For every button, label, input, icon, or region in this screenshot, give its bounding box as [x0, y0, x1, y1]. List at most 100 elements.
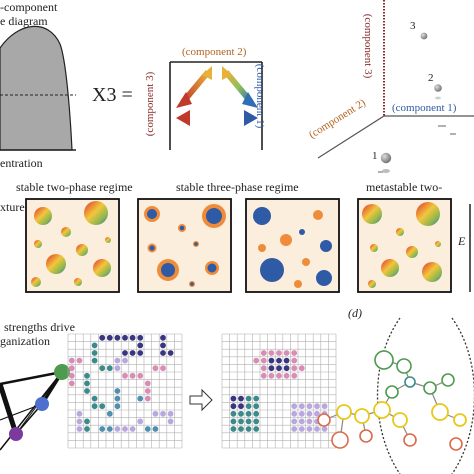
lattice-bead	[298, 403, 305, 410]
lattice-bead	[253, 426, 260, 432]
lattice-bead	[321, 426, 328, 432]
panel-d-caption-line2: ganization	[0, 334, 50, 348]
lattice-bead	[230, 418, 237, 425]
lattice-bead	[152, 365, 159, 372]
lattice-bead	[291, 410, 298, 417]
lattice-bead	[160, 342, 166, 349]
lattice-bead	[122, 357, 128, 364]
lattice-bead	[137, 334, 144, 341]
membrane-arc-left	[376, 317, 401, 474]
lattice-bead	[291, 357, 298, 364]
lattice-bead	[137, 395, 144, 402]
lattice-bead	[129, 372, 136, 379]
lattice-bead	[106, 410, 113, 417]
lattice-bead	[291, 426, 298, 432]
point-3	[420, 32, 428, 40]
lattice-bead	[298, 365, 305, 372]
lattice-bead	[129, 426, 136, 432]
lattice-bead	[298, 426, 305, 432]
lattice-bead	[276, 350, 282, 356]
lattice-bead	[129, 350, 136, 356]
panel-a-title-line1: -component	[0, 0, 58, 14]
row-label-mixture: xture	[0, 200, 25, 214]
regime-label-3: metastable two-	[366, 180, 443, 194]
point-label-1: 1	[372, 150, 378, 162]
point-label-2: 2	[428, 72, 434, 84]
lattice-bead	[253, 403, 260, 410]
panel-b	[317, 0, 474, 173]
point-label-3: 3	[410, 20, 416, 32]
chain-network	[317, 317, 474, 474]
interaction-network	[0, 364, 70, 451]
box-3-separate-droplets	[253, 207, 332, 288]
lattice-bead	[238, 426, 244, 432]
lattice-bead	[238, 395, 244, 402]
axis-label-component-1: (component 1)	[392, 102, 457, 114]
lattice-bead	[276, 365, 282, 372]
lattice-bead	[245, 395, 252, 402]
triangle-label-left: (component 3)	[144, 71, 157, 137]
arrow-left-up	[176, 66, 212, 108]
triangle-bracket	[169, 61, 263, 150]
lattice-bead	[114, 334, 121, 341]
lattice-bead	[260, 357, 267, 364]
panel-d	[0, 317, 474, 474]
lattice-bead	[167, 410, 174, 417]
lattice-bead	[298, 418, 305, 425]
node-blue	[35, 397, 49, 411]
lattice-bead	[268, 365, 275, 372]
lattice-bead	[114, 357, 121, 364]
lattice-bead	[99, 403, 106, 410]
lattice-bead	[291, 403, 298, 410]
lattice-bead	[268, 357, 275, 364]
lattice-bead	[84, 426, 90, 432]
lattice-bead	[106, 334, 113, 341]
lattice-bead	[91, 403, 98, 410]
lattice-grid-1	[67, 333, 183, 449]
lattice-bead	[122, 350, 128, 356]
lattice-bead	[122, 372, 128, 379]
box-1-droplets	[31, 201, 111, 287]
lattice-bead	[291, 365, 298, 372]
lattice-bead	[160, 334, 166, 341]
lattice-bead	[129, 334, 136, 341]
lattice-bead	[137, 418, 144, 425]
lattice-bead	[99, 334, 106, 341]
lattice-bead	[144, 426, 151, 432]
axis-label-component-3: (component 3)	[362, 13, 375, 79]
lattice-bead	[230, 426, 237, 432]
lattice-bead	[167, 350, 174, 356]
lattice-grid-2	[221, 333, 337, 449]
lattice-bead	[152, 410, 159, 417]
lattice-bead	[283, 357, 290, 364]
lattice-bead	[238, 418, 244, 425]
lattice-bead	[260, 350, 267, 356]
lattice-bead	[291, 418, 298, 425]
energy-axis-label: E	[458, 234, 466, 248]
lattice-bead	[114, 426, 121, 432]
lattice-bead	[84, 372, 90, 379]
lattice-bead	[291, 350, 298, 356]
node-green	[54, 364, 70, 380]
arrow-bottom-horizontal	[176, 110, 258, 126]
lattice-bead	[245, 410, 252, 417]
lattice-bead	[122, 334, 128, 341]
lattice-bead	[238, 403, 244, 410]
lattice-bead	[68, 365, 75, 372]
equation-x3: X3 =	[92, 84, 133, 106]
lattice-bead	[306, 418, 313, 425]
lattice-bead	[314, 426, 320, 432]
lattice-bead	[137, 342, 144, 349]
lattice-bead	[114, 388, 121, 394]
lattice-bead	[91, 395, 98, 402]
panel-d-caption-line1: strengths drive	[4, 320, 75, 334]
lattice-bead	[106, 426, 113, 432]
lattice-bead	[76, 410, 83, 417]
lattice-bead	[106, 365, 113, 372]
lattice-bead	[99, 426, 106, 432]
point-1	[380, 152, 392, 164]
lattice-bead	[238, 410, 244, 417]
node-purple	[9, 427, 23, 441]
axis-2	[317, 115, 385, 159]
